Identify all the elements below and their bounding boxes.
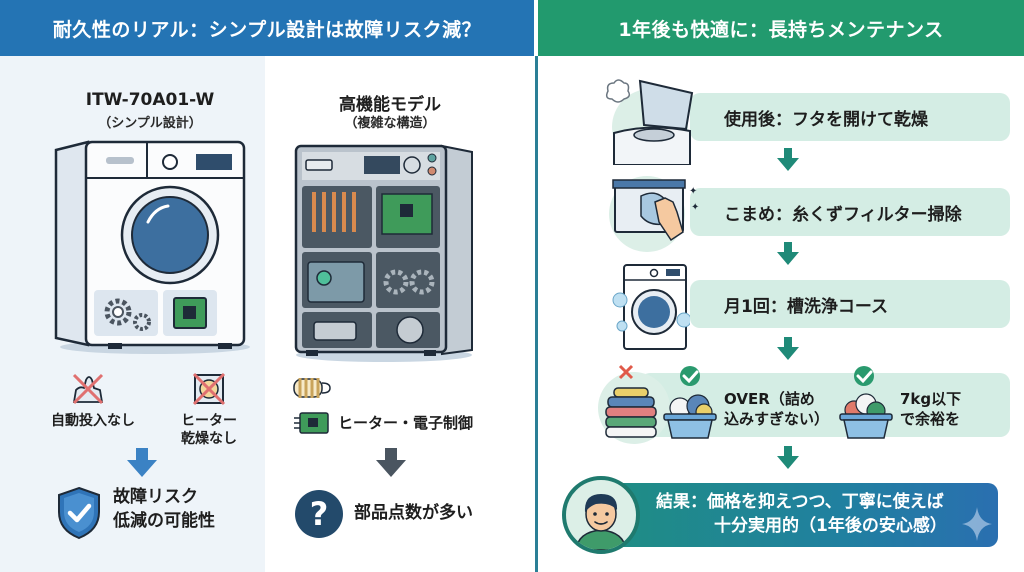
- svg-text:✦: ✦: [691, 202, 699, 213]
- heater-coil-icon: [293, 378, 331, 398]
- overloaded-clothes-stack-icon: [605, 364, 657, 438]
- complex-model-subtitle: （複雑な構造）: [344, 116, 436, 131]
- final-result-line1: 結果：価格を抑えつつ、丁寧に使えば: [656, 492, 944, 512]
- simple-washer-icon: [54, 140, 250, 354]
- arrow-down-teal-icon-4: [777, 446, 799, 469]
- complex-model-title: 高機能モデル: [339, 95, 441, 115]
- arrow-down-teal-icon-1: [777, 148, 799, 171]
- left-panel-header: 耐久性のリアル：シンプル設計は故障リスク減？: [0, 0, 534, 56]
- under-7kg-label: 7kg以下 で余裕を: [900, 390, 961, 429]
- sparkle-icon: [962, 507, 992, 541]
- result-line1: 故障リスク: [113, 487, 198, 507]
- step-clean-lint-filter: こまめ：糸くずフィルター掃除: [690, 188, 1010, 236]
- arrow-down-blue-icon: [127, 448, 157, 477]
- under-7kg-line1: 7kg以下: [900, 390, 962, 408]
- heater-electronic-control-label: ヒーター・電子制御: [338, 414, 474, 432]
- final-result-line2: 十分実用的（1年後の安心感）: [714, 516, 947, 536]
- arrow-down-teal-icon-3: [777, 337, 799, 360]
- complex-model-result: 部品点数が多い: [354, 503, 473, 523]
- no-overload-label: OVER（詰め 込みすぎない）: [724, 390, 829, 429]
- laundry-basket-ok-icon-2: [839, 366, 893, 439]
- panel-divider: [535, 0, 538, 572]
- laundry-basket-ok-icon-1: [663, 366, 717, 439]
- svg-text:✦: ✦: [689, 186, 697, 197]
- no-overload-line1: OVER（詰め: [724, 390, 815, 408]
- no-heater-dry-label: ヒーター 乾燥なし: [168, 412, 250, 448]
- drum-washer-bubbles-icon: [612, 264, 690, 350]
- detergent-crossed-icon: [72, 373, 104, 405]
- arrow-down-teal-icon-2: [777, 242, 799, 265]
- no-auto-dispense-label: 自動投入なし: [51, 413, 135, 429]
- divider-gap: [534, 0, 538, 56]
- heater-crossed-icon: [192, 372, 226, 406]
- right-panel-header: 1年後も快適に：長持ちメンテナンス: [538, 0, 1024, 56]
- no-overload-line2: 込みすぎない）: [724, 409, 830, 428]
- person-avatar-icon: [562, 476, 640, 554]
- shield-check-icon: [58, 486, 100, 540]
- final-result-banner: 結果：価格を抑えつつ、丁寧に使えば 十分実用的（1年後の安心感）: [610, 483, 998, 547]
- under-7kg-line2: で余裕を: [900, 409, 961, 428]
- no-heater-dry-line1: ヒーター: [181, 413, 237, 429]
- step-monthly-tub-clean: 月1回：槽洗浄コース: [690, 280, 1010, 328]
- result-line2: 低減の可能性: [113, 510, 215, 531]
- question-icon: ?: [295, 490, 343, 538]
- arrow-down-gray-icon: [376, 448, 406, 477]
- step-1-label: 使用後：フタを開けて乾燥: [724, 109, 928, 130]
- step-2-label: こまめ：糸くずフィルター掃除: [724, 204, 962, 225]
- no-heater-dry-line2: 乾燥なし: [181, 431, 237, 448]
- step-dry-after-use: 使用後：フタを開けて乾燥: [690, 93, 1010, 141]
- complex-washer-icon: [294, 144, 473, 362]
- step-3-label: 月1回：槽洗浄コース: [724, 296, 888, 317]
- circuit-board-icon: [294, 412, 329, 434]
- simple-model-subtitle: （シンプル設計）: [98, 116, 202, 131]
- simple-model-result: 故障リスク 低減の可能性: [113, 486, 215, 534]
- open-lid-washer-icon: [605, 79, 694, 165]
- filter-cleaning-icon: ✦ ✦: [609, 176, 699, 252]
- simple-model-title: ITW-70A01-W: [85, 90, 215, 110]
